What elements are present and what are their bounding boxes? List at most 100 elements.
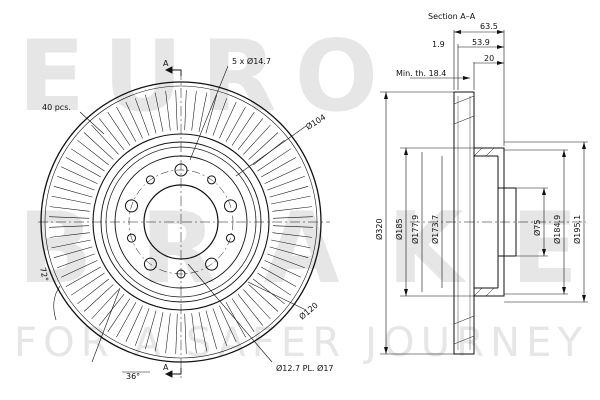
vane-line <box>219 305 237 343</box>
vane-line <box>264 166 302 184</box>
vane-line <box>65 266 101 287</box>
vane-line <box>53 186 93 198</box>
vane-line <box>272 225 313 228</box>
hat-flange <box>114 155 248 289</box>
vane-line <box>71 272 105 296</box>
vane-line <box>264 260 302 278</box>
vane-line <box>271 239 311 249</box>
rotor-profile <box>453 91 517 355</box>
vane-line <box>205 94 217 134</box>
vane-line <box>205 310 217 350</box>
pilot-hole <box>145 175 155 185</box>
dia-185-label: Ø185 <box>394 218 404 240</box>
dim-20: 20 <box>484 54 494 63</box>
angle-36-label: 36° <box>126 372 140 381</box>
vertical-dimensions <box>380 91 588 355</box>
vane-line <box>269 186 309 198</box>
vane-line <box>77 139 109 166</box>
pilot-hole <box>127 233 136 243</box>
vane-line <box>125 305 143 343</box>
vane-line <box>91 124 119 155</box>
vane-line <box>116 302 137 338</box>
vane-line <box>267 253 305 269</box>
center-bore <box>143 184 219 260</box>
leader-lines <box>53 65 307 373</box>
vane-line <box>191 313 197 354</box>
section-view-labels: Section A–A 63.5 1.9 53.9 20 Min. th. 18… <box>374 12 582 244</box>
vane-line <box>253 278 285 305</box>
bolt-hole <box>143 257 157 271</box>
vane-line <box>198 312 208 352</box>
hat-outer-edge <box>100 141 262 303</box>
vane-line <box>267 175 305 191</box>
hat-step <box>105 146 257 298</box>
vane-line <box>83 132 114 160</box>
bolt-hole <box>224 199 237 213</box>
vane-line <box>257 148 291 172</box>
vane-line <box>91 289 119 320</box>
horizontal-dimensions <box>410 30 505 146</box>
bolt-holes-label: 5 x Ø14.7 <box>232 56 271 66</box>
dia-173-7-label: Ø173.7 <box>430 215 440 244</box>
section-line <box>164 66 182 378</box>
vane-line <box>272 232 313 238</box>
front-view <box>38 65 330 378</box>
vane-line <box>134 308 150 346</box>
bolt-circle <box>128 169 234 275</box>
dia-184-9-label: Ø184.9 <box>552 215 562 244</box>
section-title: Section A–A <box>428 12 476 21</box>
pilot-hole <box>226 233 235 243</box>
vane-line <box>184 313 187 354</box>
disc-outer-edge-inner <box>44 85 318 359</box>
bolt-hole <box>205 257 219 271</box>
dia-320-label: Ø320 <box>374 218 384 240</box>
vane-line <box>175 90 178 131</box>
vane-line <box>57 253 95 269</box>
dim-1-9: 1.9 <box>432 40 445 49</box>
vane-line <box>248 284 279 312</box>
vane-line <box>71 148 105 172</box>
pilot-hole <box>207 175 217 185</box>
vane-line <box>154 312 164 352</box>
vane-line <box>231 298 255 332</box>
vane-line <box>165 90 171 131</box>
vane-line <box>134 98 150 136</box>
vane-line <box>175 313 178 354</box>
dia-195-1-label: Ø195.1 <box>572 215 582 244</box>
vane-line <box>51 239 91 249</box>
vane-line <box>49 216 90 219</box>
vane-line <box>60 166 98 184</box>
vane-line <box>83 284 114 312</box>
vane-line <box>212 98 228 136</box>
vane-line <box>257 272 291 296</box>
dim-53-9: 53.9 <box>472 38 490 47</box>
vane-line <box>272 206 313 212</box>
vane-count-label: 40 pcs. <box>42 103 71 112</box>
vane-line <box>269 246 309 258</box>
vane-line <box>51 195 91 205</box>
vane-line <box>165 313 171 354</box>
vane-line <box>49 225 90 228</box>
vane-line <box>53 246 93 258</box>
vane-line <box>125 101 143 139</box>
vane-line <box>243 124 271 155</box>
vane-line <box>272 216 313 219</box>
vane-line <box>237 294 264 326</box>
vane-line <box>116 106 137 142</box>
section-marker-bottom: A <box>163 363 169 372</box>
vane-line <box>57 175 95 191</box>
vane-line <box>225 106 246 142</box>
dia-75-label: Ø75 <box>532 220 542 236</box>
bolt-hole <box>125 199 138 213</box>
section-view <box>380 30 588 355</box>
vane-line <box>154 92 164 132</box>
vane-line <box>145 310 157 350</box>
vane-line <box>107 112 131 146</box>
vane-line <box>231 112 255 146</box>
dimension-arrows <box>384 30 586 354</box>
vane-line <box>271 195 311 205</box>
pilot-hole <box>176 269 186 279</box>
vane-line <box>49 232 90 238</box>
vane-line <box>145 94 157 134</box>
